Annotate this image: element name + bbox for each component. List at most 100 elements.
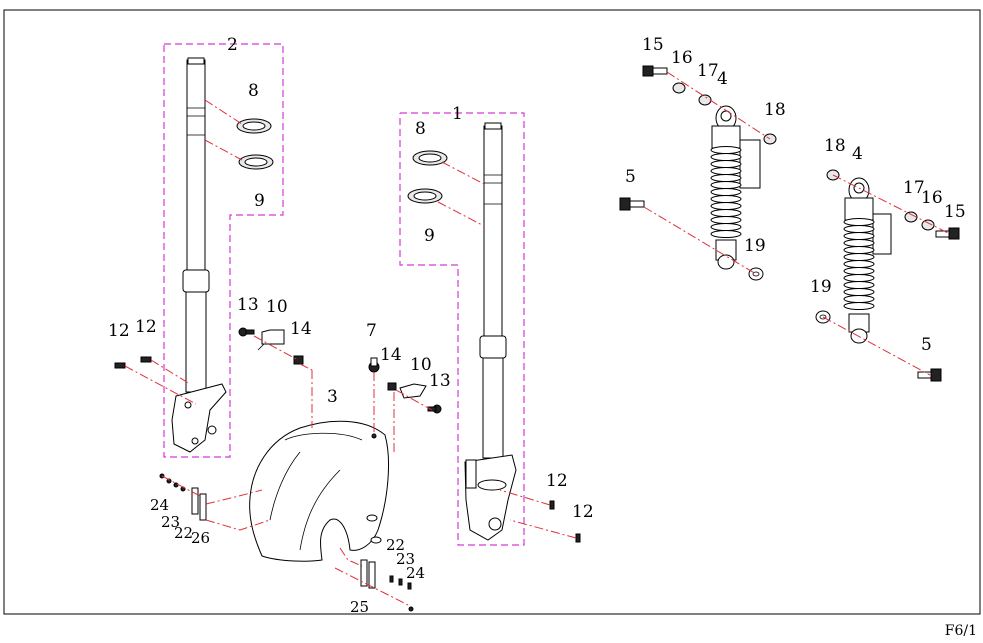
callout-part-22-left: 22 <box>174 524 193 542</box>
bolt-12-c <box>549 500 555 510</box>
callout-part-26: 26 <box>191 529 210 547</box>
part-24-right <box>407 582 414 612</box>
callout-nut-19-a: 19 <box>744 236 766 256</box>
callout-bolt-7: 7 <box>366 321 377 341</box>
callout-seal-8-right: 8 <box>415 119 426 139</box>
spring-coil <box>710 202 742 210</box>
clamp-10-left <box>257 329 285 351</box>
spring-coil <box>843 267 875 275</box>
spring-coil <box>710 160 742 168</box>
shock-absorber-a <box>710 105 761 270</box>
callout-seal-9-left: 9 <box>254 191 265 211</box>
spring-coil <box>710 167 742 175</box>
callout-bolt-13-left: 13 <box>237 295 259 315</box>
spring-coil <box>843 288 875 296</box>
spring-coil <box>710 188 742 196</box>
spring-coil <box>710 181 742 189</box>
seal-9-right <box>407 188 443 204</box>
bolt-12-a <box>114 362 126 369</box>
seal-8-left <box>236 118 272 134</box>
spring-coil <box>710 195 742 203</box>
spring-coil <box>710 209 742 217</box>
bolt-12-b <box>140 356 152 363</box>
callout-part-24-left: 24 <box>150 496 169 514</box>
callout-bolt-5-a: 5 <box>625 167 636 187</box>
nut-14-left <box>293 355 304 365</box>
bolt-13-left <box>238 327 255 337</box>
bracket-25 <box>360 559 376 589</box>
diagram-frame <box>3 9 981 615</box>
page-reference: F6/1 <box>944 623 977 639</box>
bolt-7 <box>368 357 380 373</box>
callout-nut-19-b: 19 <box>810 277 832 297</box>
nut-14-right <box>387 382 397 391</box>
bolt-12-d <box>575 533 581 543</box>
callout-washer-18-b: 18 <box>824 136 846 156</box>
spring-coil <box>843 253 875 261</box>
bolt-15-b <box>935 227 960 240</box>
callout-part-24-right: 24 <box>406 564 425 582</box>
bolt-13-right <box>427 404 442 414</box>
spring-coil <box>710 146 742 154</box>
callout-washer-16-a: 16 <box>671 48 693 68</box>
spring-coil <box>843 246 875 254</box>
part-23-left <box>173 482 179 488</box>
callout-part-23-left: 23 <box>161 513 180 531</box>
bracket-26 <box>191 487 207 521</box>
spring-coil <box>843 295 875 303</box>
callout-nut-14-left: 14 <box>290 319 312 339</box>
washer-17-a <box>698 94 712 106</box>
part-24-left <box>159 473 172 484</box>
bolt-5-a <box>619 197 645 211</box>
callout-seal-9-right: 9 <box>424 226 435 246</box>
callout-bolt-12-a: 12 <box>108 321 130 341</box>
front-fender <box>249 420 389 562</box>
bolt-15-a <box>642 65 668 77</box>
callout-washer-17-b: 17 <box>903 178 925 198</box>
spring-coil <box>843 302 875 310</box>
clamp-10-right <box>399 383 427 399</box>
seal-8-right <box>412 150 448 166</box>
callout-bolt-15-b: 15 <box>944 202 966 222</box>
washer-16-b <box>921 219 935 231</box>
callout-part-23-right: 23 <box>396 550 415 568</box>
spring-coil <box>710 216 742 224</box>
callout-part-22-right: 22 <box>386 536 405 554</box>
callout-part-25: 25 <box>350 598 369 616</box>
spring-coil <box>843 218 875 226</box>
callout-washer-17-a: 17 <box>697 61 719 81</box>
nut-19-a <box>748 267 764 281</box>
part-23-right <box>398 578 403 586</box>
fork-right <box>464 122 517 541</box>
spring-coil <box>710 153 742 161</box>
part-22-right <box>389 575 394 583</box>
callout-clamp-10-right: 10 <box>410 355 432 375</box>
callout-fork-left-group: 2 <box>227 35 238 55</box>
callout-fender: 3 <box>327 387 338 407</box>
spring-coil <box>843 274 875 282</box>
spring-coil <box>843 239 875 247</box>
callout-bolt-12-b: 12 <box>135 317 157 337</box>
callout-bolt-12-d: 12 <box>572 502 594 522</box>
callout-seal-8-left: 8 <box>248 81 259 101</box>
callout-bolt-13-right: 13 <box>429 371 451 391</box>
washer-16-a <box>672 82 686 94</box>
callout-nut-14-right: 14 <box>380 345 402 365</box>
callout-washer-16-b: 16 <box>921 188 943 208</box>
fork-right-group-outline <box>399 112 525 546</box>
shock-absorber-b <box>843 177 892 344</box>
callout-shock-4-a: 4 <box>717 69 728 89</box>
spring-coil <box>843 281 875 289</box>
spring-coil <box>710 174 742 182</box>
spring-coil <box>843 232 875 240</box>
callout-washer-18-a: 18 <box>764 100 786 120</box>
callout-fork-right-group: 1 <box>452 104 463 124</box>
fork-left <box>171 57 227 453</box>
callout-bolt-5-b: 5 <box>921 335 932 355</box>
spring-coil <box>710 230 742 238</box>
fork-left-group-outline <box>163 43 284 458</box>
spring-coil <box>843 260 875 268</box>
seal-9-left <box>238 154 274 170</box>
callout-clamp-10-left: 10 <box>266 297 288 317</box>
